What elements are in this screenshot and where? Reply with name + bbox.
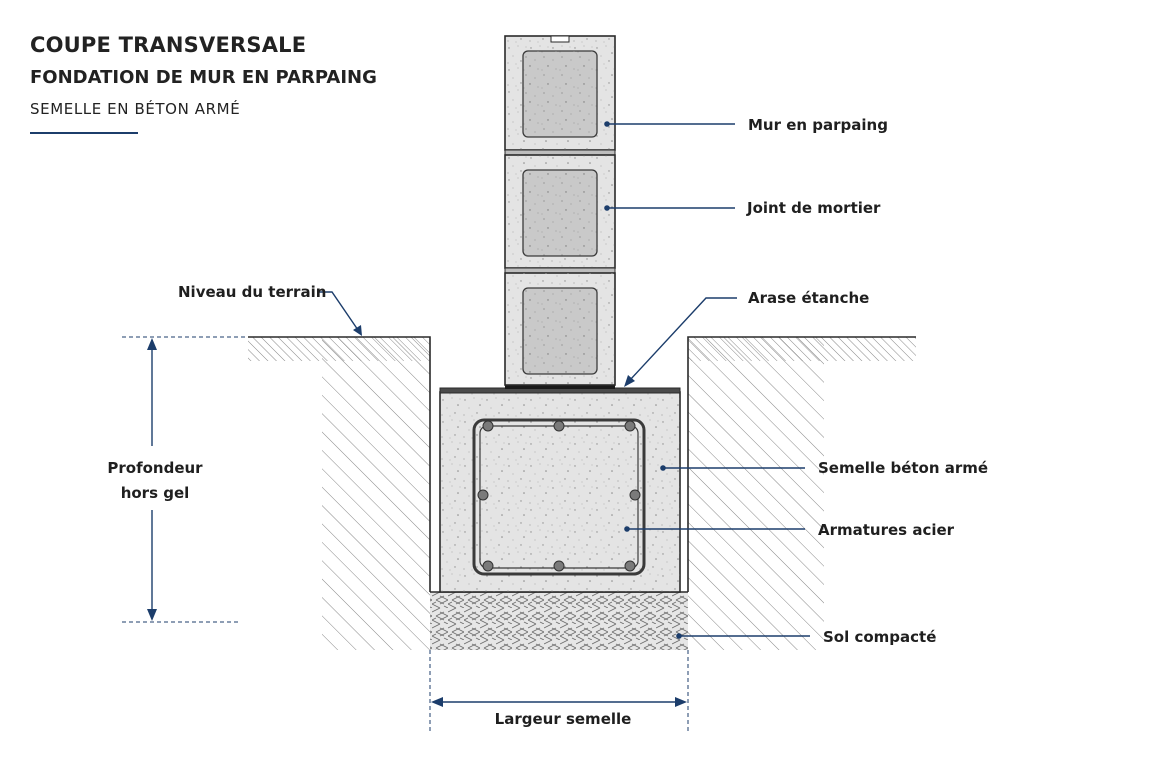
title-line-1: COUPE TRANSVERSALE (30, 33, 306, 57)
concrete-block (504, 272, 616, 386)
rebar-section (624, 560, 636, 572)
leader-armatures (624, 526, 805, 532)
label-largeur-semelle: Largeur semelle (495, 710, 632, 728)
concrete-block (504, 35, 616, 151)
leader-mur (604, 121, 735, 127)
label-hors-gel: hors gel (121, 484, 190, 502)
damp-proof-course (439, 385, 681, 394)
leader-niveau (318, 291, 362, 336)
soil-left (248, 336, 431, 650)
label-sol-compacte: Sol compacté (823, 628, 936, 646)
label-niveau-du-terrain: Niveau du terrain (178, 283, 326, 301)
subtitle: SEMELLE EN BÉTON ARMÉ (30, 99, 240, 118)
rebar-section (477, 489, 489, 501)
soil-right (687, 336, 916, 650)
steel-reinforcement (472, 418, 646, 576)
rebar-section (624, 420, 636, 432)
width-dimension (429, 650, 689, 732)
block-wall (504, 35, 616, 386)
rebar-section (629, 489, 641, 501)
concrete-block (504, 154, 616, 269)
depth-dimension (122, 336, 246, 623)
rebar-section (553, 560, 565, 572)
label-arase-etanche: Arase étanche (748, 289, 869, 307)
rebar-section (482, 560, 494, 572)
rebar-section (482, 420, 494, 432)
label-semelle-beton-arme: Semelle béton armé (818, 459, 988, 477)
label-profondeur: Profondeur (107, 459, 203, 477)
compacted-soil (430, 591, 688, 650)
rebar-section (553, 420, 565, 432)
leader-sol (676, 633, 810, 639)
leader-semelle (660, 465, 805, 471)
label-joint-de-mortier: Joint de mortier (746, 199, 881, 217)
leader-arase (624, 297, 737, 387)
leader-joint (604, 205, 735, 211)
label-mur-en-parpaing: Mur en parpaing (748, 116, 888, 134)
label-armatures-acier: Armatures acier (818, 521, 955, 539)
title-line-2: FONDATION DE MUR EN PARPAING (30, 67, 377, 88)
